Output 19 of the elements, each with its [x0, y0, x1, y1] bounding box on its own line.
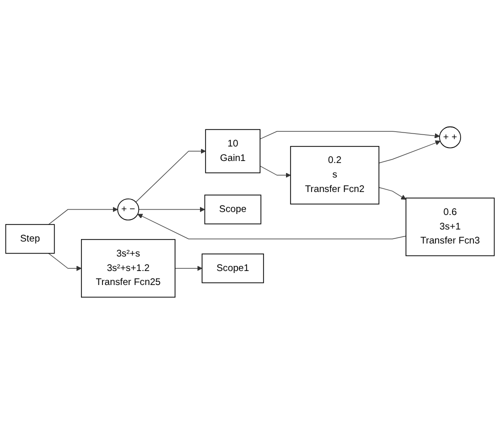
arrow	[136, 148, 206, 202]
node-circle: + −	[117, 198, 140, 220]
node-circle: + +	[439, 126, 462, 148]
node-box: 0.2 s Transfer Fcn2	[290, 145, 380, 204]
node-box: 3s²+s 3s²+s+1.2 Transfer Fcn25	[81, 238, 176, 298]
arrow	[48, 206, 118, 224]
arrow	[260, 130, 440, 139]
node-box: Step	[5, 224, 55, 254]
arrow	[174, 265, 202, 270]
node-box: 0.6 3s+1 Transfer Fcn3	[406, 197, 495, 256]
arrow	[137, 213, 406, 239]
node-box: Scope	[204, 194, 262, 224]
arrow	[378, 186, 406, 200]
arrow	[378, 140, 440, 163]
arrow	[138, 206, 205, 212]
node-box: Scope1	[202, 253, 264, 283]
node-box: 10 Gain1	[205, 128, 260, 173]
arrow	[260, 165, 291, 178]
arrow	[48, 252, 82, 270]
